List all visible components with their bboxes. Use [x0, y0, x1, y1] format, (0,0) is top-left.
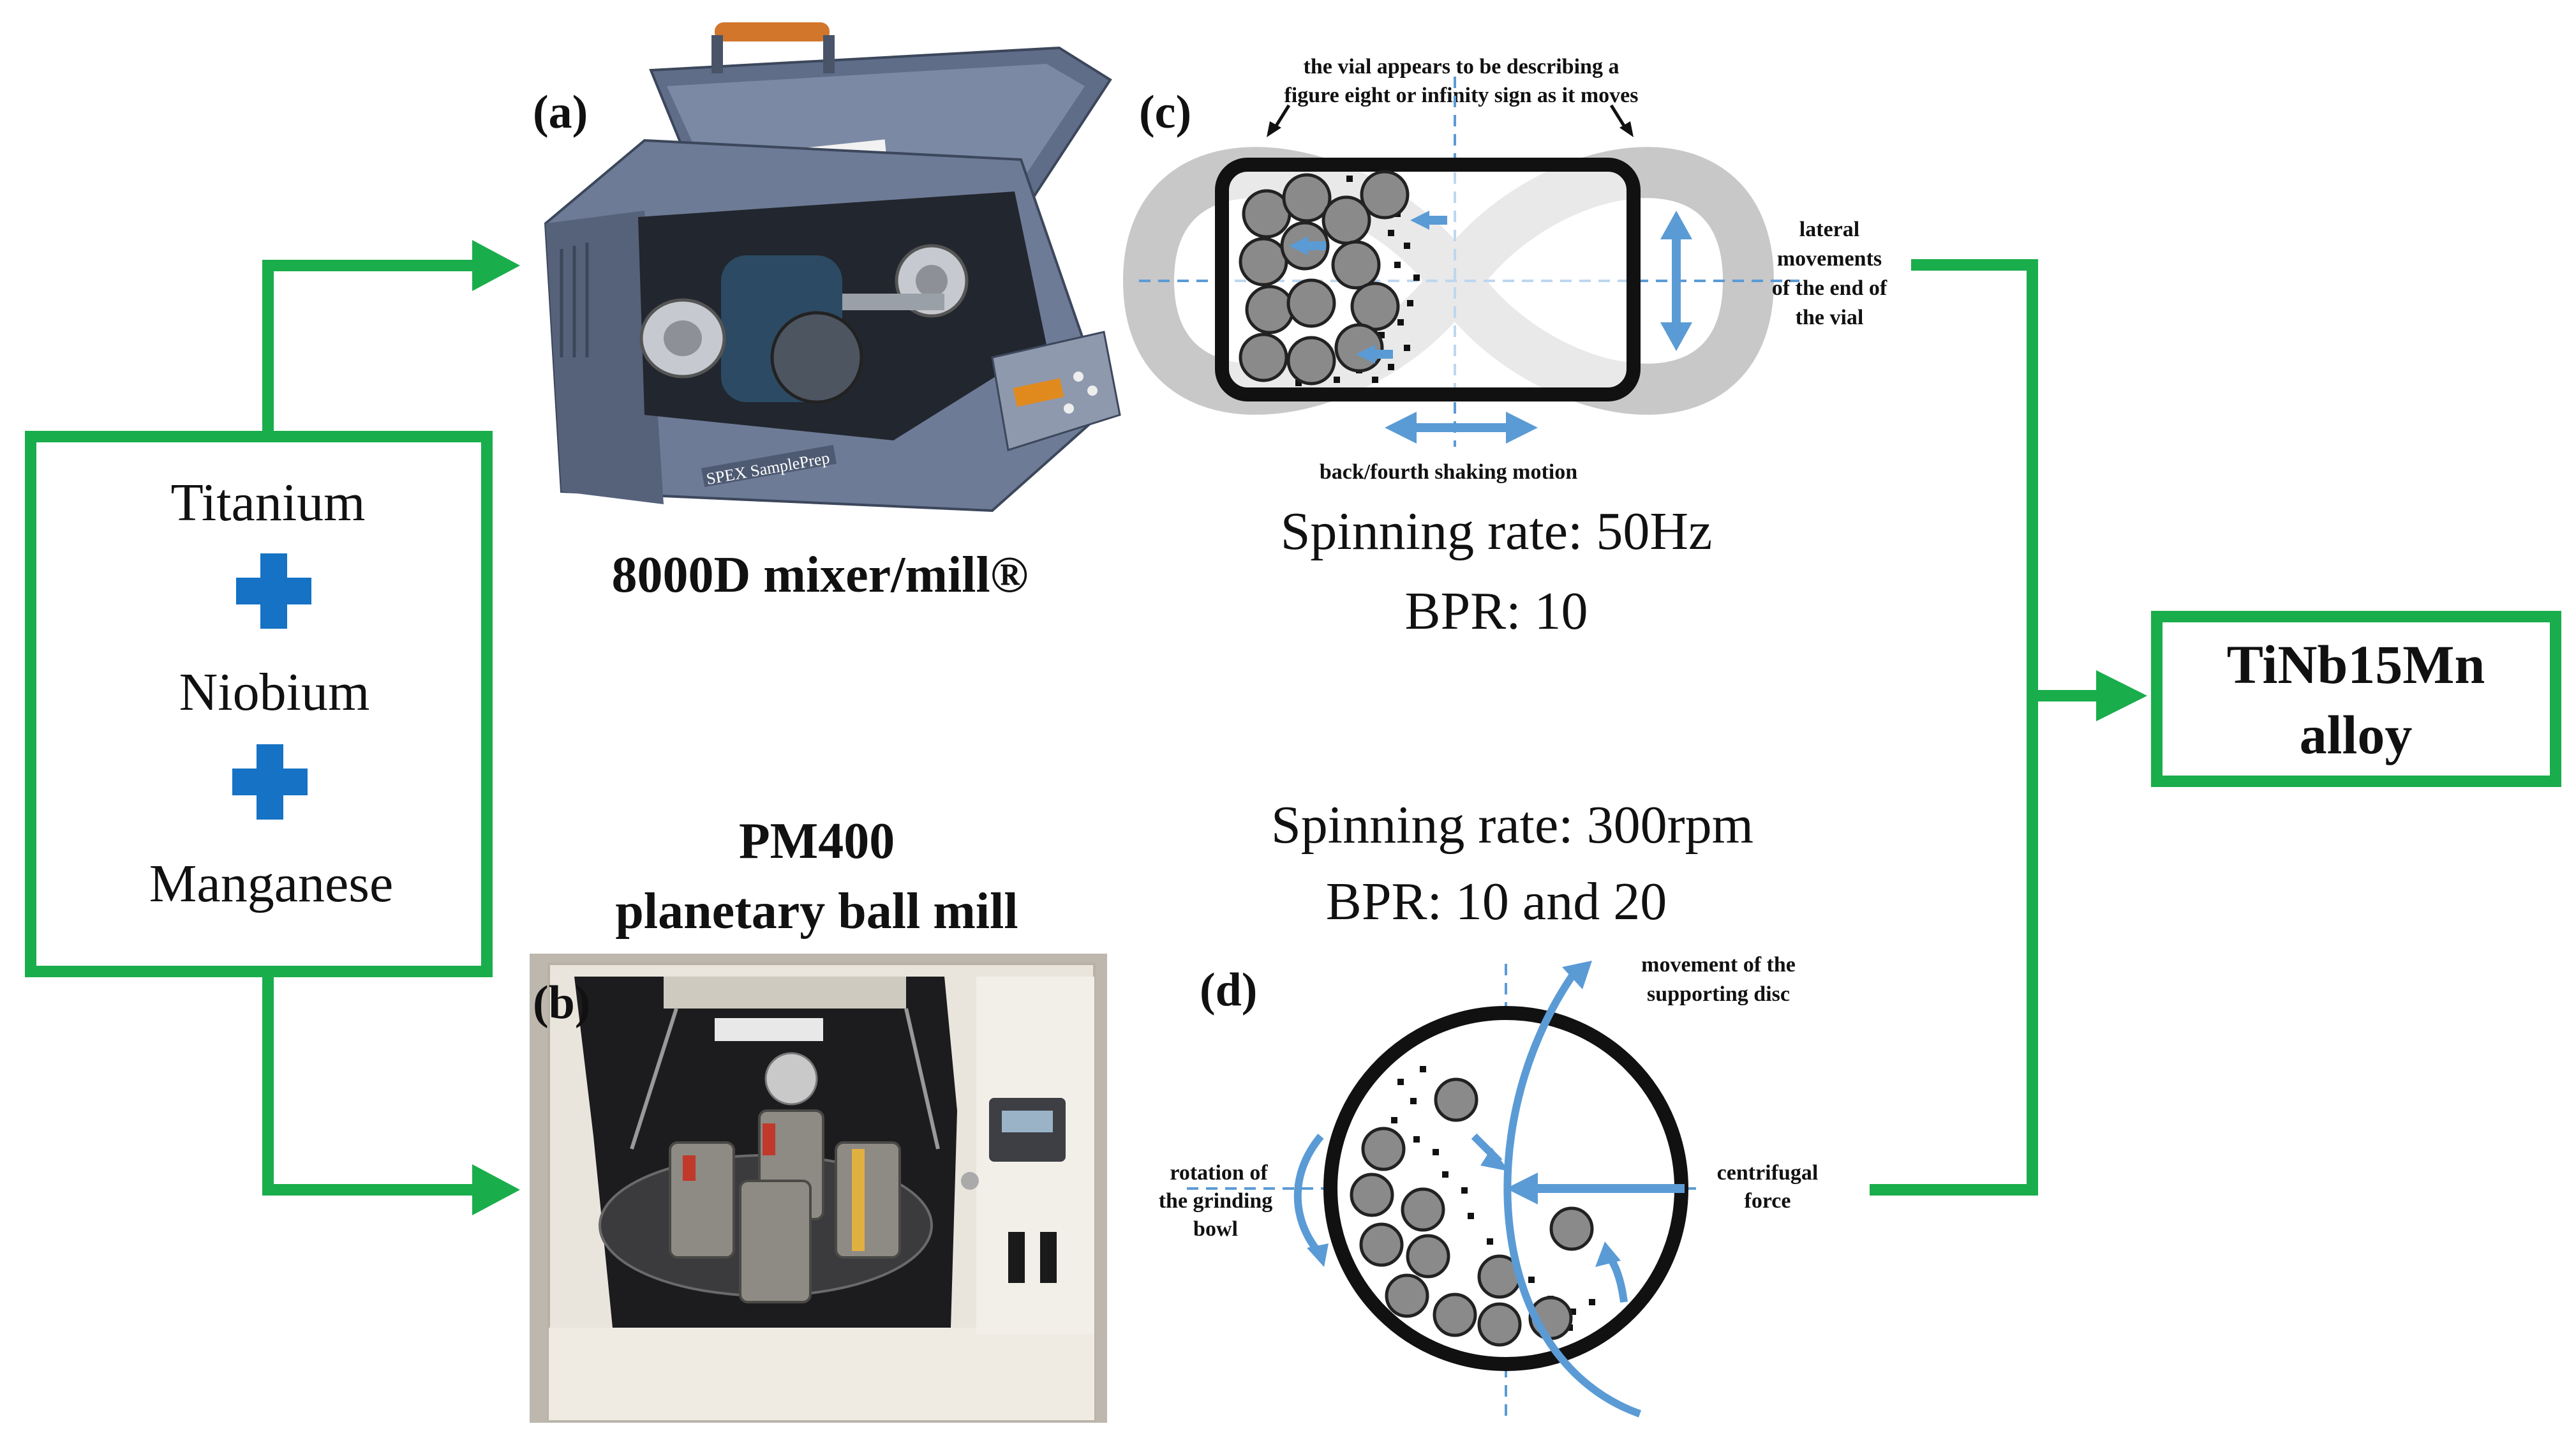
planetary-bowl-schematic: (d) — [1159, 953, 1819, 1418]
alloy-box-border — [2151, 611, 2561, 787]
panel-b-label: (b) — [533, 977, 590, 1029]
merge-line — [1870, 259, 2038, 1196]
shaker-vial-schematic: (c) the vial appears to be describing a … — [1122, 55, 1887, 484]
planetary-mill-image — [530, 954, 1107, 1423]
arrow-to-mixer-mill — [262, 260, 472, 437]
elements-box: Titanium Niobium Manganese — [25, 431, 493, 977]
centrifugal-label-line1: centrifugal — [1717, 1161, 1819, 1185]
arrow-head-icon — [2096, 670, 2147, 721]
figure-eight-note-line2: figure eight or infinity sign as it move… — [1284, 84, 1638, 107]
lateral-label-line4: the vial — [1796, 306, 1864, 329]
rotation-label-line3: bowl — [1193, 1217, 1238, 1241]
planetary-mill-caption-line1: PM400 — [739, 813, 895, 869]
lateral-label-line1: lateral — [1799, 218, 1859, 241]
element-titanium: Titanium — [171, 473, 366, 532]
planetary-spinning-rate: Spinning rate: 300rpm — [1271, 795, 1753, 855]
planetary-bpr: BPR: 10 and 20 — [1326, 872, 1667, 931]
shaker-bpr: BPR: 10 — [1404, 581, 1588, 641]
centrifugal-label-line2: force — [1745, 1189, 1791, 1213]
supporting-disc-label-line2: supporting disc — [1647, 982, 1790, 1006]
element-niobium: Niobium — [179, 663, 370, 722]
supporting-disc-label-line1: movement of the — [1641, 953, 1796, 977]
element-manganese: Manganese — [149, 854, 394, 913]
rotation-label-line1: rotation of — [1170, 1161, 1268, 1185]
figure-eight-note-line1: the vial appears to be describing a — [1304, 55, 1619, 79]
arrow-head-icon — [472, 240, 520, 291]
plus-icon — [236, 553, 311, 629]
alloy-box: TiNb15Mn alloy — [2151, 611, 2561, 787]
mixer-mill-caption: 8000D mixer/mill® — [612, 547, 1029, 603]
arrow-head-icon — [472, 1164, 520, 1215]
panel-c-label: (c) — [1139, 86, 1191, 139]
mixer-mill-image: (a) SPEX S — [533, 22, 1121, 513]
rotation-label-line2: the grinding — [1159, 1189, 1273, 1213]
alloy-word: alloy — [2300, 704, 2413, 765]
alloy-name: TiNb15Mn — [2227, 634, 2485, 695]
plus-icon — [232, 744, 308, 820]
lateral-label-line2: movements — [1777, 247, 1882, 271]
elements-box-border — [25, 431, 493, 977]
panel-d-label: (d) — [1200, 964, 1257, 1016]
flow-arrows — [262, 240, 2147, 1215]
planetary-mill-caption-line2: planetary ball mill — [615, 883, 1018, 940]
panel-a-label: (a) — [533, 86, 588, 139]
shaker-spinning-rate: Spinning rate: 50Hz — [1281, 502, 1713, 561]
arrow-to-planetary-mill — [262, 971, 472, 1196]
back-forth-motion-label: back/fourth shaking motion — [1320, 460, 1577, 484]
lateral-label-line3: of the end of — [1772, 276, 1887, 300]
